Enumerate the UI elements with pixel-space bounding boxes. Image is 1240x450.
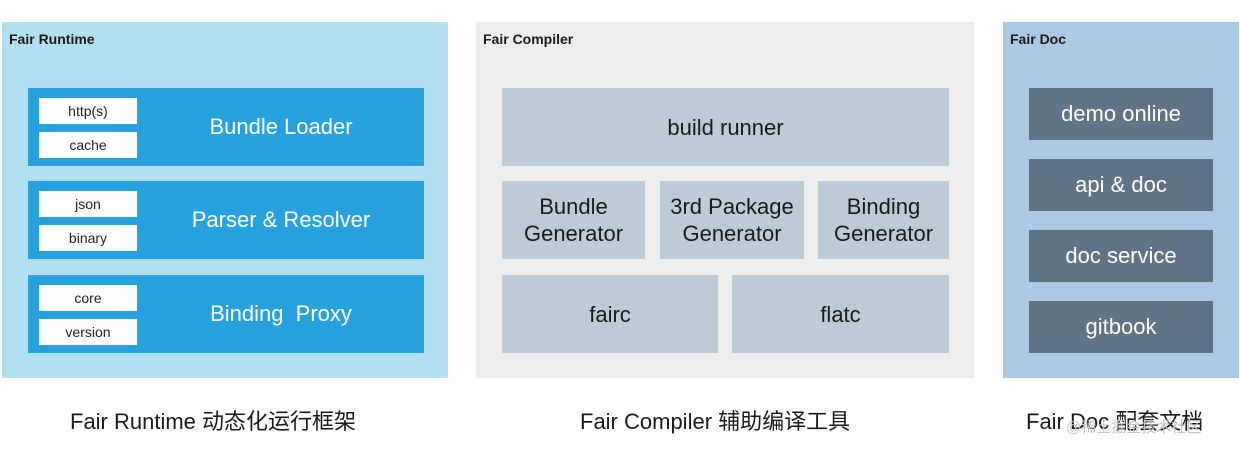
fair-runtime-panel: Fair Runtime http(s) cache Bundle Loader…	[2, 22, 448, 378]
api-doc-label: api & doc	[1075, 172, 1167, 197]
flatc-box: flatc	[732, 275, 949, 353]
fair-compiler-panel: Fair Compiler build runner Bundle Genera…	[476, 22, 974, 378]
binding-proxy-row: core version Binding Proxy	[28, 275, 424, 353]
doc-service-label: doc service	[1065, 243, 1177, 268]
parser-resolver-label: Parser & Resolver	[191, 207, 371, 232]
compiler-caption: Fair Compiler 辅助编译工具	[580, 409, 851, 434]
demo-online-box: demo online	[1029, 88, 1213, 140]
watermark: @稀土掘金技术社区	[1066, 419, 1202, 436]
demo-online-label: demo online	[1061, 101, 1181, 126]
build-runner-label: build runner	[667, 114, 784, 140]
bundle-generator-line1: Bundle	[539, 194, 608, 219]
3rd-package-generator-line1: 3rd Package	[670, 194, 794, 219]
bundle-loader-label: Bundle Loader	[209, 114, 353, 139]
doc-caption: Fair Doc 配套文档	[1026, 409, 1204, 434]
build-runner-box: build runner	[502, 88, 949, 166]
api-doc-box: api & doc	[1029, 159, 1213, 211]
binary-chip: binary	[39, 225, 137, 251]
binding-proxy-label: Binding Proxy	[210, 301, 352, 326]
fair-compiler-title: Fair Compiler	[483, 31, 574, 47]
flatc-label: flatc	[820, 301, 861, 327]
binding-generator-line2: Generator	[833, 221, 934, 246]
3rd-package-generator-box: 3rd Package Generator	[660, 181, 804, 259]
fair-runtime-title: Fair Runtime	[9, 31, 95, 47]
bundle-generator-line2: Generator	[523, 221, 624, 246]
http-chip: http(s)	[39, 98, 137, 124]
bundle-loader-row: http(s) cache Bundle Loader	[28, 88, 424, 166]
binding-generator-line1: Binding	[846, 194, 921, 219]
fair-doc-panel: Fair Doc demo online api & doc doc servi…	[1003, 22, 1239, 378]
bundle-generator-box: Bundle Generator	[502, 181, 645, 259]
doc-service-box: doc service	[1029, 230, 1213, 282]
fairc-box: fairc	[502, 275, 718, 353]
core-chip: core	[39, 285, 137, 311]
gitbook-box: gitbook	[1029, 301, 1213, 353]
fair-doc-title: Fair Doc	[1010, 31, 1067, 47]
parser-resolver-row: json binary Parser & Resolver	[28, 181, 424, 259]
json-chip: json	[39, 191, 137, 217]
3rd-package-generator-line2: Generator	[682, 221, 782, 246]
fairc-label: fairc	[589, 301, 631, 327]
runtime-caption: Fair Runtime 动态化运行框架	[70, 409, 357, 434]
cache-chip: cache	[39, 132, 137, 158]
version-chip: version	[39, 319, 137, 345]
binding-generator-box: Binding Generator	[818, 181, 949, 259]
gitbook-label: gitbook	[1085, 314, 1157, 339]
